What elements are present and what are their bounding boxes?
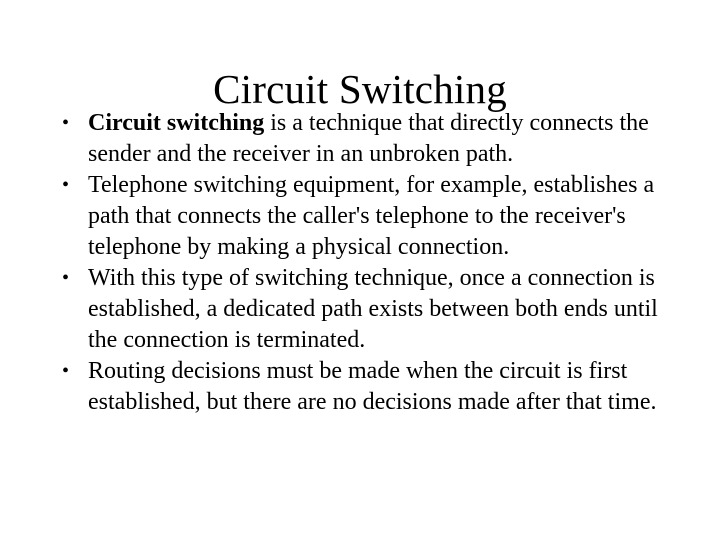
list-item: • Routing decisions must be made when th… — [56, 356, 668, 418]
list-item-text: With this type of switching technique, o… — [88, 263, 668, 356]
bullet-point-icon: • — [62, 174, 70, 196]
list-item-text: Routing decisions must be made when the … — [88, 356, 668, 418]
list-item-rest: Routing decisions must be made when the … — [88, 358, 657, 415]
list-item-text: Circuit switching is a technique that di… — [88, 108, 668, 170]
page-title: Circuit Switching — [213, 66, 507, 113]
list-item-text: Telephone switching equipment, for examp… — [88, 170, 668, 263]
bullet-point-icon: • — [62, 267, 70, 289]
bullet-point-icon: • — [62, 112, 70, 134]
list-item: • Circuit switching is a technique that … — [56, 108, 668, 170]
bullet-point-icon: • — [62, 360, 70, 382]
list-item-rest: is a technique that directly connects th… — [88, 110, 649, 167]
slide-body-content: • Circuit switching is a technique that … — [56, 108, 668, 418]
list-item-rest: Telephone switching equipment, for examp… — [88, 172, 655, 260]
list-item-rest: With this type of switching technique, o… — [88, 265, 658, 353]
list-item: • With this type of switching technique,… — [56, 263, 668, 356]
bullet-list: • Circuit switching is a technique that … — [56, 108, 668, 418]
list-item: • Telephone switching equipment, for exa… — [56, 170, 668, 263]
list-item-lead-bold: Circuit switching — [88, 110, 265, 136]
